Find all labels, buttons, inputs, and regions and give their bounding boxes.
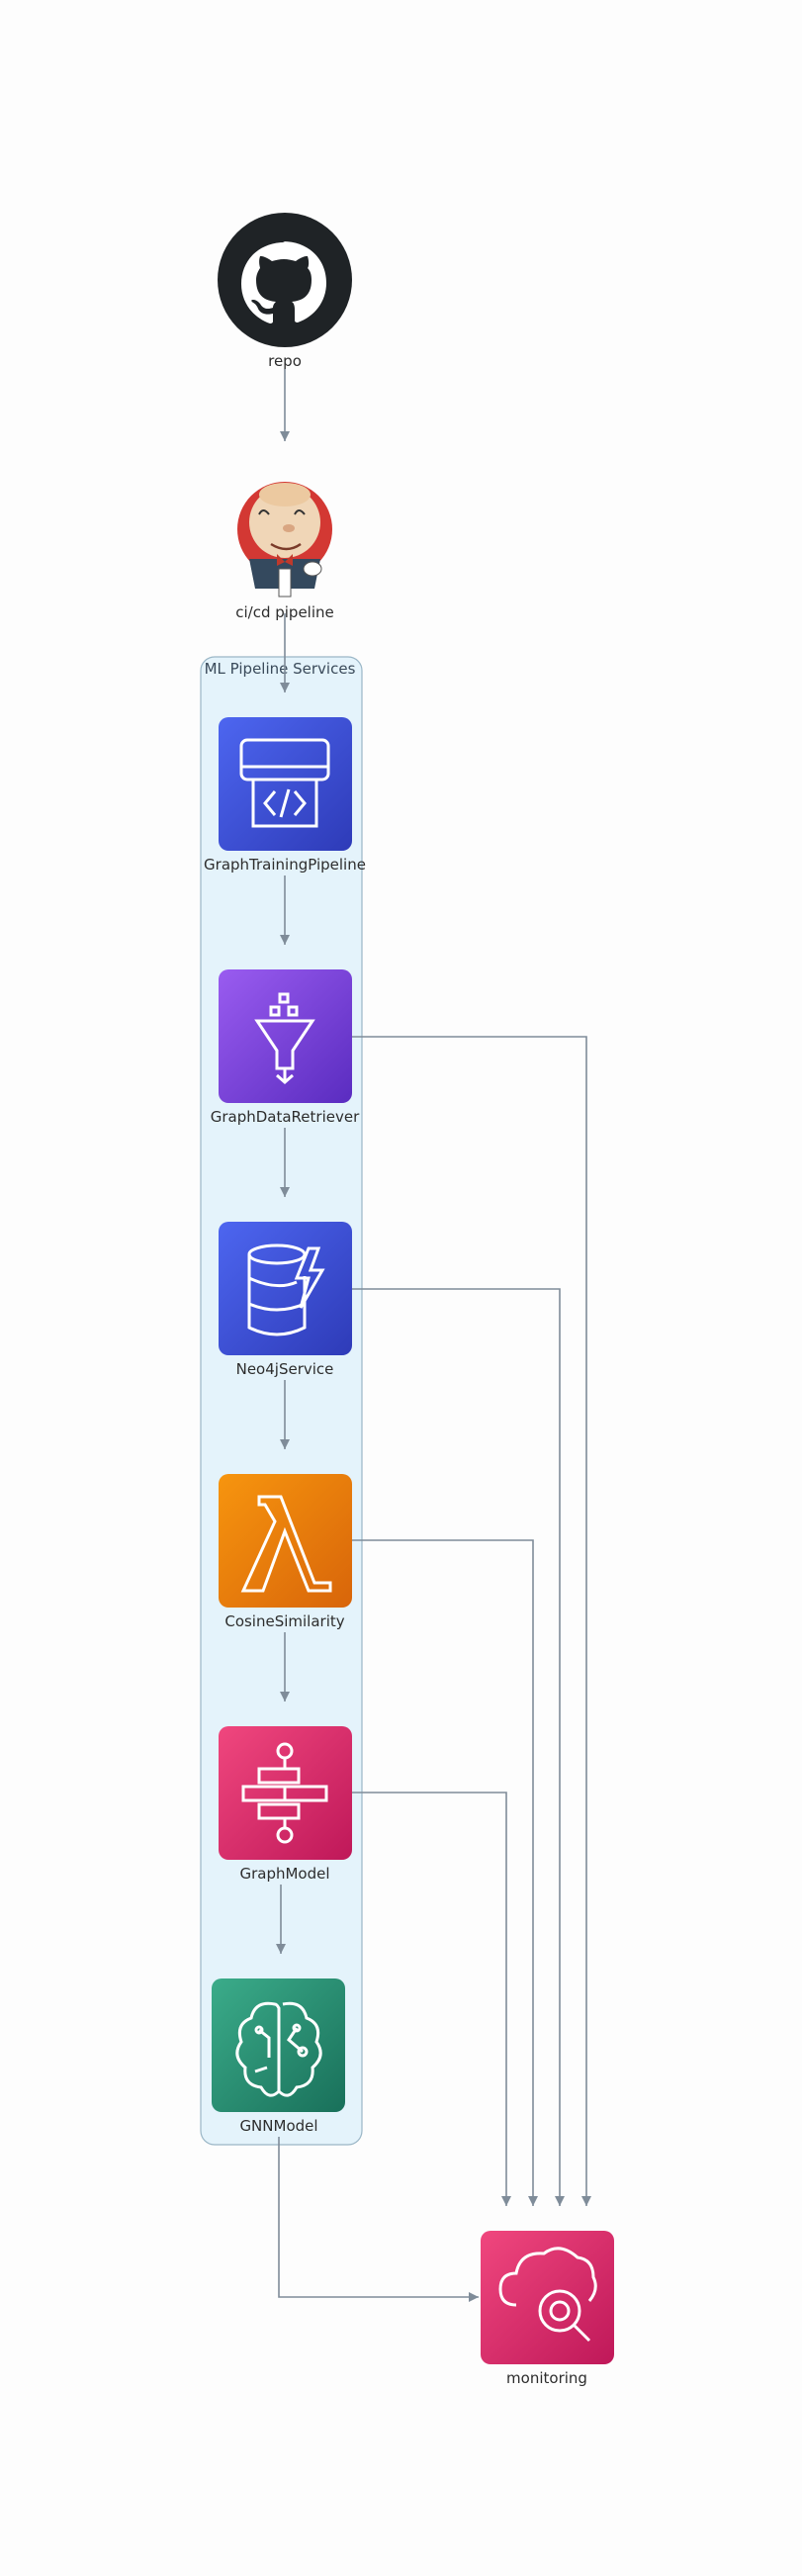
node-gnn-model[interactable]: GNNModel [212, 1978, 345, 2135]
lambda-icon [219, 1474, 352, 1608]
edges [276, 369, 591, 2302]
node-neo4j-service[interactable]: Neo4jService [219, 1222, 352, 1378]
node-label: GNNModel [239, 2117, 317, 2135]
node-label: monitoring [506, 2369, 587, 2387]
node-cicd[interactable]: ci/cd pipeline [235, 482, 334, 621]
node-graph-training-pipeline[interactable]: GraphTrainingPipeline [204, 717, 366, 874]
dynamodb-icon [219, 1222, 352, 1355]
node-monitoring[interactable]: monitoring [481, 2231, 614, 2387]
cluster-label: ML Pipeline Services [205, 660, 356, 678]
sagemaker-pipeline-icon [219, 717, 352, 851]
edge-neo4j-monitoring [352, 1288, 565, 2206]
github-icon [218, 213, 352, 347]
node-graph-data-retriever[interactable]: GraphDataRetriever [211, 969, 360, 1126]
edge-gnn-monitoring [278, 2137, 479, 2302]
node-label: repo [268, 352, 302, 370]
node-label: GraphDataRetriever [211, 1108, 360, 1126]
data-funnel-icon [219, 969, 352, 1103]
node-label: ci/cd pipeline [235, 603, 334, 621]
jenkins-icon [237, 482, 332, 598]
node-cosine-similarity[interactable]: CosineSimilarity [219, 1474, 352, 1630]
node-label: Neo4jService [236, 1360, 334, 1378]
edge-graphmodel-monitoring [352, 1792, 511, 2206]
edge-cosine-monitoring [352, 1539, 538, 2206]
node-graph-model[interactable]: GraphModel [219, 1726, 352, 1883]
node-label: GraphTrainingPipeline [204, 856, 366, 874]
edge-retriever-monitoring [352, 1036, 591, 2206]
node-label: CosineSimilarity [224, 1612, 344, 1630]
node-label: GraphModel [239, 1865, 329, 1883]
node-repo[interactable]: repo [218, 213, 352, 370]
